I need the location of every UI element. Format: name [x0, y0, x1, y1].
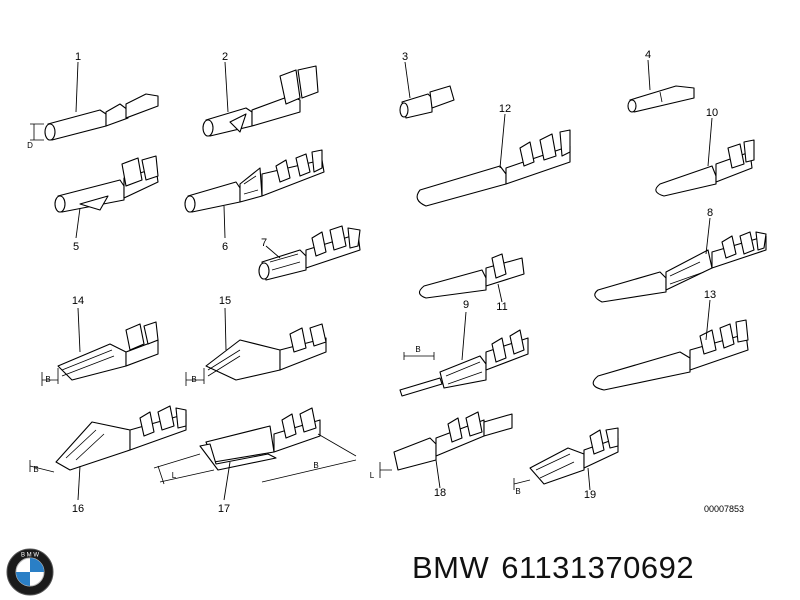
dimension-l-9: B: [415, 345, 420, 354]
brand-name: BMW: [412, 550, 490, 585]
part-17-terminal: [153, 407, 357, 501]
callout-1: 1: [75, 51, 81, 63]
part-3-terminal: [399, 61, 455, 119]
part-6-terminal: [184, 149, 325, 239]
callout-14: 14: [72, 295, 84, 307]
callout-2: 2: [222, 51, 228, 63]
part-8-terminal: [594, 217, 767, 303]
part-2-terminal: [202, 61, 319, 137]
product-title: BMW 61131370692: [412, 550, 706, 586]
part-15-terminal: [185, 307, 327, 386]
part-12-terminal: [416, 113, 571, 207]
callout-3: 3: [402, 51, 408, 63]
part-1-terminal: [30, 61, 159, 141]
callout-5: 5: [73, 241, 79, 253]
dimension-b-14: B: [45, 375, 50, 384]
callout-10: 10: [706, 107, 718, 119]
drawing-reference-code: 00007853: [704, 504, 745, 514]
callout-11: 11: [496, 301, 507, 313]
part-10-terminal: [655, 117, 755, 197]
callout-17: 17: [218, 503, 230, 515]
callout-8: 8: [707, 207, 713, 219]
callout-18: 18: [434, 487, 446, 499]
callout-4: 4: [645, 49, 651, 61]
dimension-b-18: L: [370, 471, 375, 480]
dimension-b-15: B: [191, 375, 196, 384]
part-7-terminal: [258, 225, 361, 281]
dimension-b-16: B: [33, 465, 38, 474]
part-number: 61131370692: [501, 550, 695, 585]
callout-9: 9: [463, 299, 469, 311]
bmw-logo-icon: B M W: [6, 548, 54, 596]
callout-6: 6: [222, 241, 228, 253]
part-4-terminal: [627, 59, 695, 113]
part-19-terminal: [513, 427, 619, 491]
callout-16: 16: [72, 503, 84, 515]
part-18-terminal: [379, 411, 513, 489]
callout-19: 19: [584, 489, 596, 501]
dimension-d: D: [27, 141, 33, 150]
dimension-b-19: B: [515, 487, 520, 496]
dimension-b-17: L: [172, 471, 177, 480]
part-9-terminal: [399, 311, 529, 397]
part-5-terminal: [54, 155, 159, 239]
callout-15: 15: [219, 295, 231, 307]
dimension-l-17: B: [313, 461, 318, 470]
part-11-terminal: [418, 253, 525, 303]
part-14-terminal: [41, 307, 159, 386]
part-13-terminal: [592, 299, 749, 391]
callout-13: 13: [704, 289, 716, 301]
part-16-terminal: [29, 405, 187, 501]
callout-7: 7: [261, 237, 267, 249]
callout-12: 12: [499, 103, 511, 115]
logo-lettering: B M W: [21, 553, 39, 559]
